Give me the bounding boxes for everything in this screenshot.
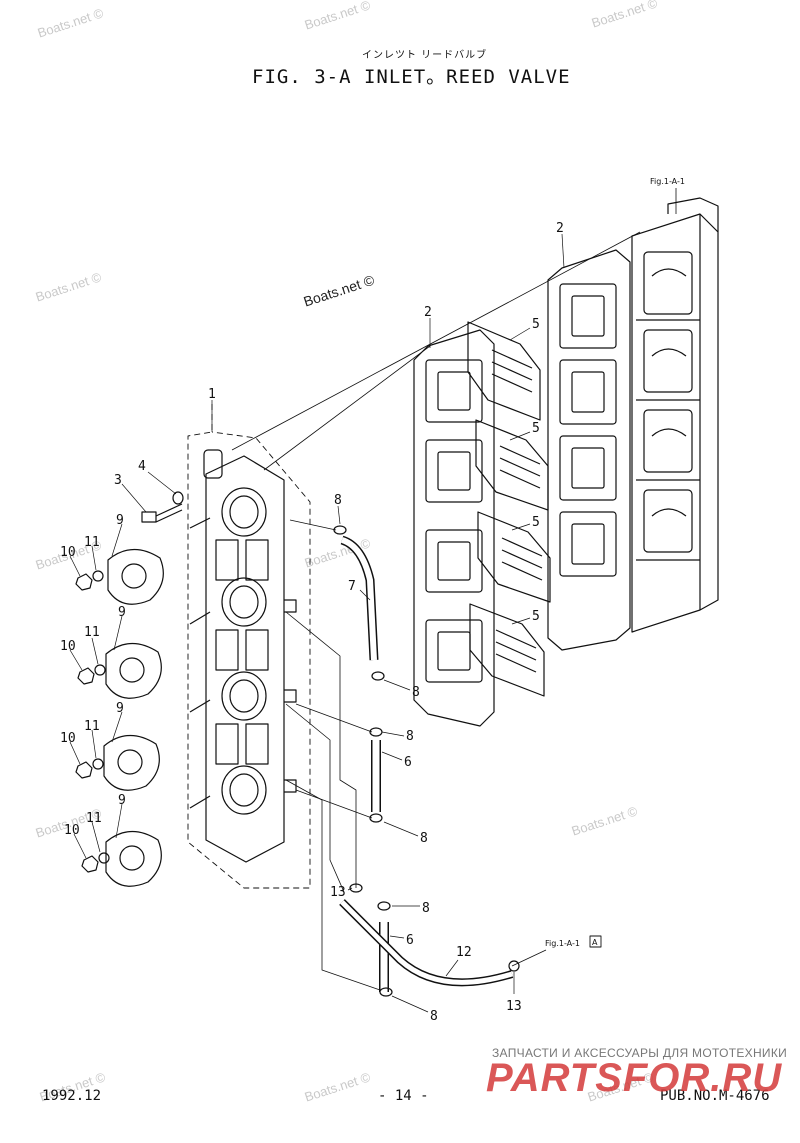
footer-publication-number: PUB.NO.M-4676 [660, 1088, 770, 1104]
figure-title: FIG. 3-A INLET。REED VALVE [252, 66, 571, 88]
callout: 8 [334, 493, 342, 508]
callout: 6 [406, 933, 414, 948]
studs [189, 517, 211, 809]
nuts-and-washers [75, 570, 110, 873]
callout: 13 [506, 999, 522, 1014]
brand-subtitle: ЗАПЧАСТИ И АКСЕССУАРЫ ДЛЯ МОТОТЕХНИКИ [492, 1046, 788, 1060]
bolt [141, 491, 184, 523]
callout: 5 [532, 515, 540, 530]
callout: 11 [84, 625, 100, 640]
reed-valve-assemblies [467, 321, 551, 697]
callout: 5 [532, 317, 540, 332]
callout: 7 [348, 579, 356, 594]
callout: 12 [456, 945, 472, 960]
callout: 13 [330, 885, 346, 900]
callout: 10 [60, 731, 76, 746]
callout: 9 [116, 513, 124, 528]
gasket-rear [547, 249, 631, 651]
callout: 2 [556, 221, 564, 236]
callout: 11 [84, 535, 100, 550]
callout: 8 [412, 685, 420, 700]
ref-box-letter: A [592, 938, 598, 947]
reference-box [589, 935, 602, 948]
ref-label-bottom: Fig.1-A-1 [545, 939, 580, 948]
callout: 8 [422, 901, 430, 916]
footer-date: 1992.12 [42, 1088, 102, 1104]
crankcase-block [631, 197, 719, 633]
callout: 8 [406, 729, 414, 744]
callout: 10 [60, 545, 76, 560]
callout: 1 [208, 387, 216, 402]
callout: 9 [118, 793, 126, 808]
callout-labels: 1 2 2 3 4 5 5 5 5 6 6 7 8 8 8 8 8 8 9 9 … [60, 221, 564, 1024]
brand-logo: PARTSFOR.RU [486, 1056, 783, 1100]
callout: 5 [532, 421, 540, 436]
callout: 2 [424, 305, 432, 320]
callout: 10 [64, 823, 80, 838]
insulator-plates [103, 548, 164, 887]
footer-page-number: - 14 - [378, 1088, 429, 1104]
callout: 3 [114, 473, 122, 488]
callout: 10 [60, 639, 76, 654]
title-japanese: インレツト リードバルブ [362, 50, 488, 61]
callout: 11 [84, 719, 100, 734]
gasket-front [413, 329, 495, 727]
callout: 8 [420, 831, 428, 846]
callout: 5 [532, 609, 540, 624]
intake-manifold [203, 449, 297, 863]
callout: 9 [116, 701, 124, 716]
callout: 11 [86, 811, 102, 826]
callout: 4 [138, 459, 146, 474]
ref-label-top: Fig.1-A-1 [650, 177, 685, 186]
callout: 8 [430, 1009, 438, 1024]
callout: 9 [118, 605, 126, 620]
callout: 6 [404, 755, 412, 770]
